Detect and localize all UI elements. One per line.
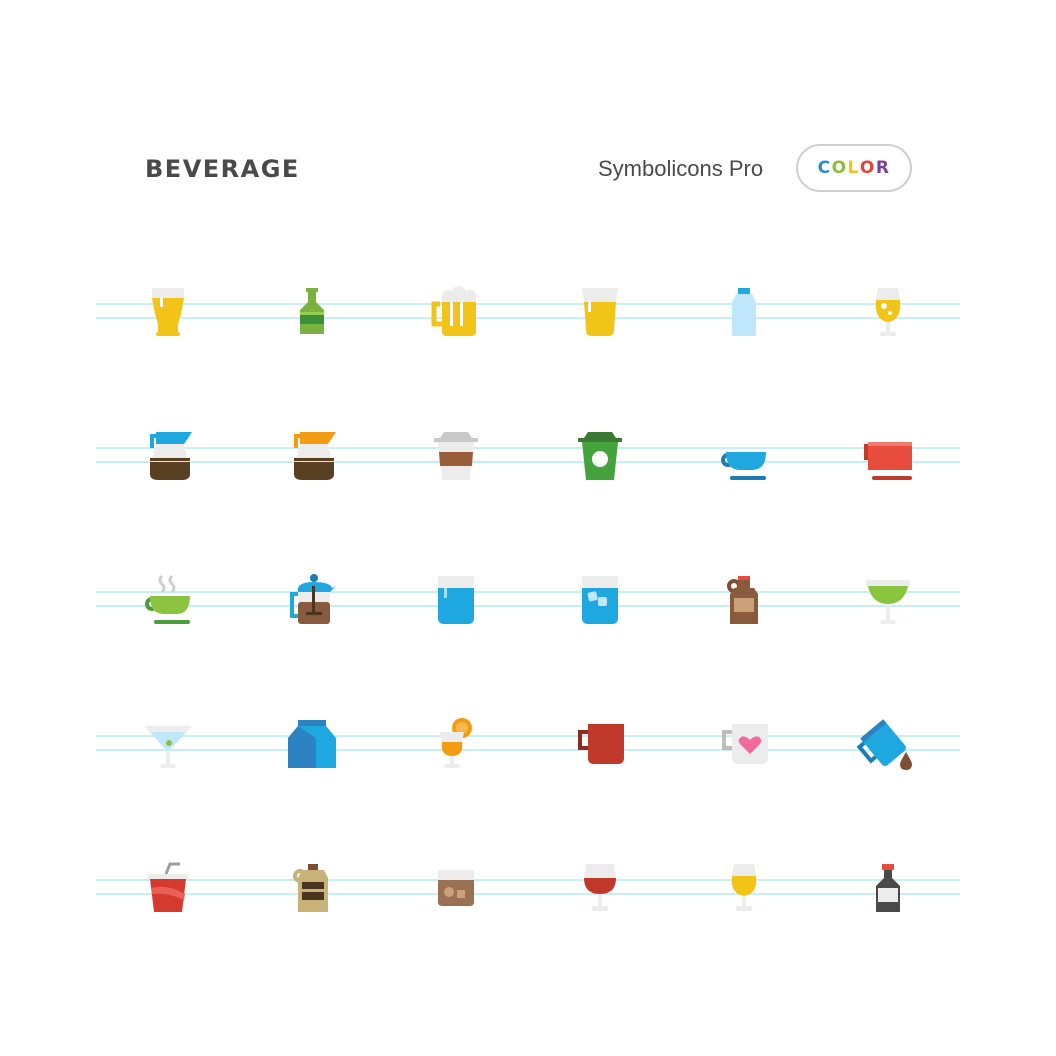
- guide-line: [96, 893, 960, 895]
- love-mug-icon[interactable]: [712, 712, 776, 776]
- water-glass-icon[interactable]: [424, 568, 488, 632]
- french-press-icon[interactable]: [280, 568, 344, 632]
- coffee-pot-blue-icon[interactable]: [136, 424, 200, 488]
- brand-name: Symbolicons Pro: [598, 156, 764, 181]
- badge-letter: L: [847, 158, 860, 178]
- syrup-jug-icon[interactable]: [712, 568, 776, 632]
- whiskey-glass-icon[interactable]: [424, 856, 488, 920]
- milk-carton-icon[interactable]: [280, 712, 344, 776]
- color-badge[interactable]: C O L O R: [796, 144, 912, 192]
- guide-line: [96, 447, 960, 449]
- hot-tea-icon[interactable]: [136, 568, 200, 632]
- guide-line: [96, 317, 960, 319]
- soda-cup-icon[interactable]: [136, 856, 200, 920]
- pouring-pitcher-icon[interactable]: [856, 712, 920, 776]
- page-title: BEVERAGE: [145, 155, 300, 183]
- coffee-cup-icon[interactable]: [424, 424, 488, 488]
- moonshine-jug-icon[interactable]: [280, 856, 344, 920]
- wine-tulip-glass-icon[interactable]: [856, 280, 920, 344]
- guide-line: [96, 605, 960, 607]
- red-wine-glass-icon[interactable]: [568, 856, 632, 920]
- water-bottle-icon[interactable]: [712, 280, 776, 344]
- guide-line: [96, 735, 960, 737]
- to-go-cup-icon[interactable]: [568, 424, 632, 488]
- badge-letter: C: [817, 158, 832, 178]
- margarita-glass-icon[interactable]: [856, 568, 920, 632]
- coffee-pot-orange-icon[interactable]: [280, 424, 344, 488]
- teacup-blue-icon[interactable]: [712, 424, 776, 488]
- beer-tulip-glass-icon[interactable]: [712, 856, 776, 920]
- pint-glass-icon[interactable]: [136, 280, 200, 344]
- cocktail-orange-icon[interactable]: [424, 712, 488, 776]
- beer-bottle-icon[interactable]: [280, 280, 344, 344]
- guide-line: [96, 591, 960, 593]
- liquor-bottle-icon[interactable]: [856, 856, 920, 920]
- guide-line: [96, 461, 960, 463]
- guide-line: [96, 879, 960, 881]
- ice-water-glass-icon[interactable]: [568, 568, 632, 632]
- guide-line: [96, 303, 960, 305]
- badge-letter: O: [859, 158, 876, 178]
- badge-letter: O: [831, 158, 848, 178]
- badge-letter: R: [875, 158, 891, 178]
- juice-glass-icon[interactable]: [568, 280, 632, 344]
- guide-line: [96, 749, 960, 751]
- teacup-red-icon[interactable]: [856, 424, 920, 488]
- martini-glass-icon[interactable]: [136, 712, 200, 776]
- red-mug-icon[interactable]: [568, 712, 632, 776]
- beer-mug-icon[interactable]: [424, 280, 488, 344]
